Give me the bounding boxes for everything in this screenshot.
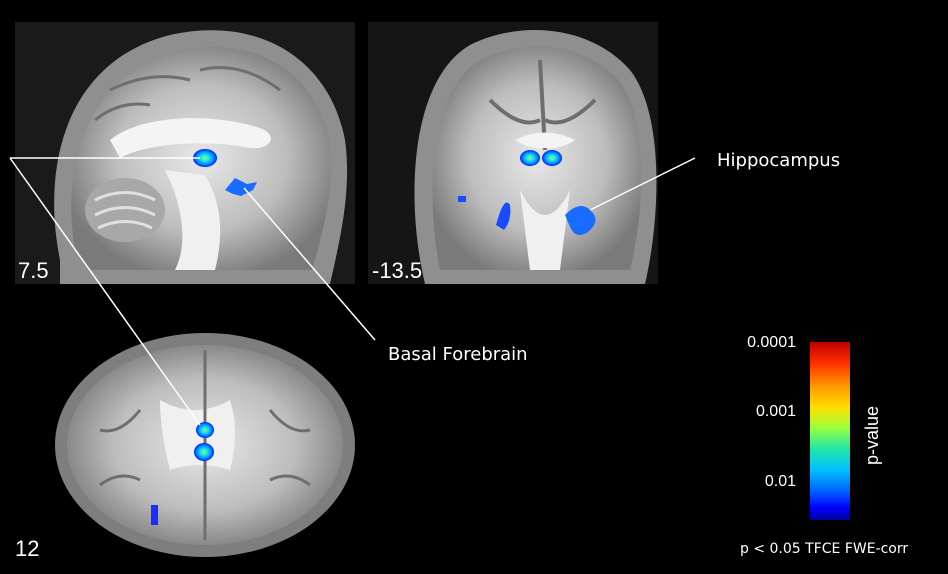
basal-forebrain-label: Basal Forebrain <box>388 344 528 365</box>
sagittal-slice-label: 7.5 <box>18 258 49 283</box>
blob-sagittal-1 <box>193 149 217 167</box>
blob-coronal-2 <box>542 150 562 166</box>
colorbar-tick-2: 0.001 <box>755 403 796 420</box>
annotation-lines <box>9 157 696 426</box>
blob-axial-2 <box>194 443 214 461</box>
blob-axial-3 <box>151 505 158 525</box>
blob-sagittal-2 <box>225 178 257 196</box>
colorbar-title: p-value <box>862 405 882 465</box>
sagittal-slice <box>15 22 355 285</box>
blob-coronal-1 <box>520 150 540 166</box>
blob-axial-1 <box>196 422 214 438</box>
blob-coronal-3 <box>496 202 511 230</box>
colorbar <box>810 342 850 520</box>
axial-slice <box>55 333 355 557</box>
colorbar-tick-1: 0.0001 <box>747 334 796 351</box>
coronal-slice <box>368 22 658 284</box>
axial-slice-label: 12 <box>15 536 40 561</box>
coronal-slice-label: -13.5 <box>372 258 423 283</box>
hippocampus-label: Hippocampus <box>717 150 841 171</box>
blob-coronal-4 <box>565 206 596 236</box>
statistics-footer: p < 0.05 TFCE FWE-corr <box>740 541 909 557</box>
colorbar-tick-3: 0.01 <box>764 473 796 490</box>
